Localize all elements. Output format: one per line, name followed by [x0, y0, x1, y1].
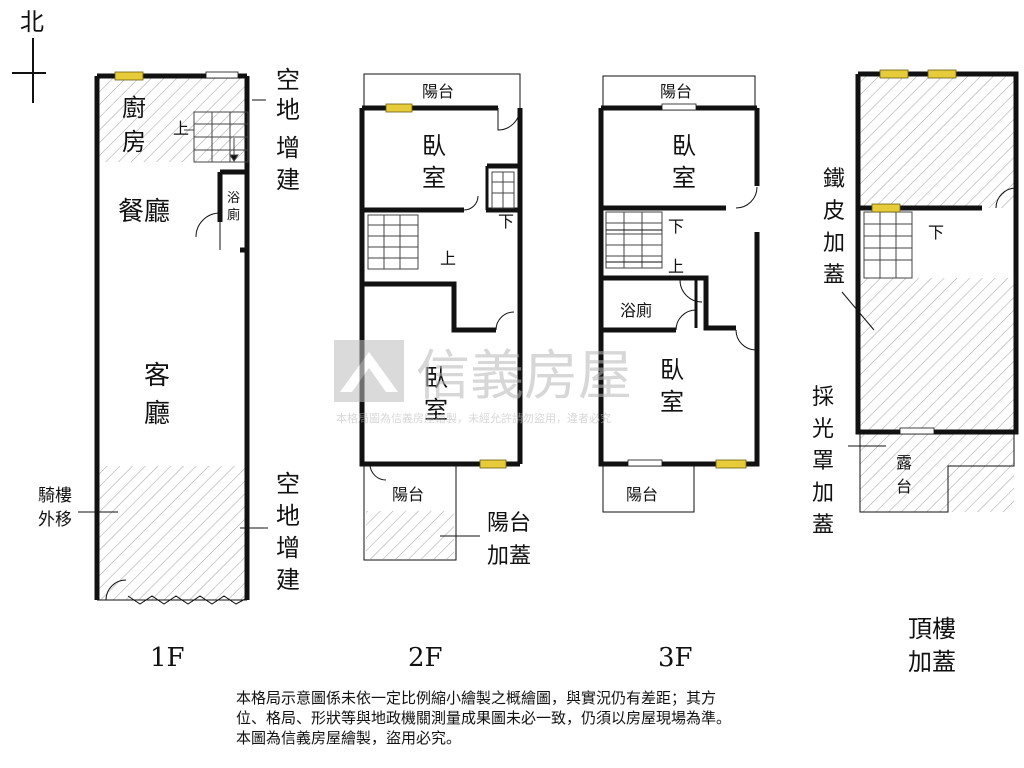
room-label: 臥 [660, 356, 684, 384]
room-label: 房 [122, 128, 146, 156]
disclaimer-line: 位、格局、形狀等與地政機關測量成果圖未必一致，仍須以房屋現場為準。 [236, 709, 732, 727]
annotation: 地 [276, 96, 300, 124]
annotation: 加 [812, 481, 834, 506]
annotation: 地 [276, 502, 300, 530]
room-label: 陽台 [626, 485, 658, 504]
room-label: 臥 [424, 364, 448, 392]
stair-direction: 下 [498, 212, 514, 231]
window [661, 103, 697, 111]
kitchen-hatch [99, 76, 247, 162]
stair-direction: 上 [668, 257, 684, 276]
stair-2f [367, 171, 515, 270]
window [114, 71, 144, 81]
iron-roof-hatch [860, 76, 1016, 208]
room-label: 廳 [144, 399, 170, 429]
annotation: 建 [276, 566, 300, 594]
floor-label: 3F [658, 643, 693, 673]
north-arrow-icon [12, 38, 46, 103]
stair-direction: 下 [928, 223, 944, 242]
house-logo-icon [334, 340, 404, 402]
stair-3f [605, 211, 663, 269]
room-label: 台 [896, 477, 912, 496]
annotation: 增 [276, 134, 300, 162]
room-label: 陽台 [392, 485, 424, 504]
annotation: 蓋 [812, 513, 834, 538]
floor-label: 加蓋 [908, 648, 956, 676]
room-label: 臥 [672, 132, 696, 160]
annotation: 光 [812, 417, 834, 442]
window [385, 103, 413, 113]
floor-label: 1F [150, 643, 185, 673]
floor-label: 頂樓 [908, 615, 956, 643]
room-label: 露 [896, 453, 912, 472]
window [715, 459, 747, 469]
annotation: 陽台 [487, 511, 531, 536]
annotation: 罩 [812, 449, 834, 474]
annotation: 鐵 [823, 167, 845, 192]
annotation: 皮 [823, 199, 845, 224]
room-label: 室 [660, 388, 684, 416]
room-label: 廚 [122, 94, 146, 122]
disclaimer-line: 本圖為信義房屋繪製，盜用必究。 [236, 729, 462, 747]
window [879, 69, 909, 79]
annotation: 空 [276, 66, 300, 94]
window [205, 71, 239, 79]
floor-label: 2F [408, 643, 443, 673]
window [899, 427, 935, 435]
room-label: 餐廳 [118, 197, 170, 227]
arcade-hatch [99, 466, 247, 600]
annotation: 採 [812, 385, 834, 410]
window [927, 69, 957, 79]
floor-2f: 陽台 臥 室 上 下 臥 室 陽台 陽台 加蓋 2F [359, 73, 531, 673]
disclaimer-line: 本格局示意圖係未依一定比例縮小繪製之概繪圖，與實況仍有差距；其方 [236, 689, 717, 707]
annotation: 建 [276, 166, 300, 194]
room-label: 廁 [227, 207, 240, 223]
annotation: 蓋 [823, 263, 845, 288]
balcony-hatch [366, 511, 454, 559]
window [479, 459, 507, 469]
room-label: 浴 [227, 191, 240, 206]
room-label: 臥 [422, 132, 446, 160]
room-label: 陽台 [422, 82, 454, 101]
room-label: 陽台 [660, 82, 692, 101]
compass-label: 北 [20, 8, 44, 36]
room-label: 室 [672, 164, 696, 192]
room-label: 浴廁 [620, 301, 652, 320]
window [871, 203, 901, 213]
stair-roof [863, 211, 913, 279]
stair-direction: 上 [173, 119, 189, 138]
annotation: 加 [823, 231, 845, 256]
floor-3f: 陽台 臥 室 下 上 浴廁 臥 室 陽台 3F [598, 75, 760, 673]
room-label: 室 [422, 164, 446, 192]
annotation: 加蓋 [487, 544, 531, 569]
stair-1f [184, 111, 249, 163]
stair-direction: 下 [668, 217, 684, 236]
skylight-hatch [860, 278, 1016, 430]
watermark-brand: 信義房屋 [416, 344, 632, 407]
terrace-hatch [860, 434, 1014, 512]
annotation: 騎樓 [38, 486, 72, 506]
room-label: 室 [424, 396, 448, 424]
annotation: 空 [276, 470, 300, 498]
room-label: 客 [144, 361, 170, 391]
floor-roof: 下 鐵 皮 加 蓋 採 光 罩 加 蓋 露 台 頂樓 加蓋 [812, 69, 1019, 676]
window [627, 459, 663, 467]
watermark: 信義房屋 本格局圖為信義房屋繪製，未經允許請勿盜用，違者必究 [334, 340, 632, 425]
floor-1f: 廚 房 上 餐廳 浴 廁 客 廳 騎樓 外移 空 地 增 建 空 地 增 建 1… [38, 66, 300, 673]
stair-direction: 上 [440, 249, 456, 268]
disclaimer: 本格局示意圖係未依一定比例縮小繪製之概繪圖，與實況仍有差距；其方 位、格局、形狀… [236, 688, 936, 748]
annotation: 增 [276, 534, 300, 562]
watermark-subtext: 本格局圖為信義房屋繪製，未經允許請勿盜用，違者必究 [336, 411, 611, 425]
annotation: 外移 [38, 510, 72, 530]
